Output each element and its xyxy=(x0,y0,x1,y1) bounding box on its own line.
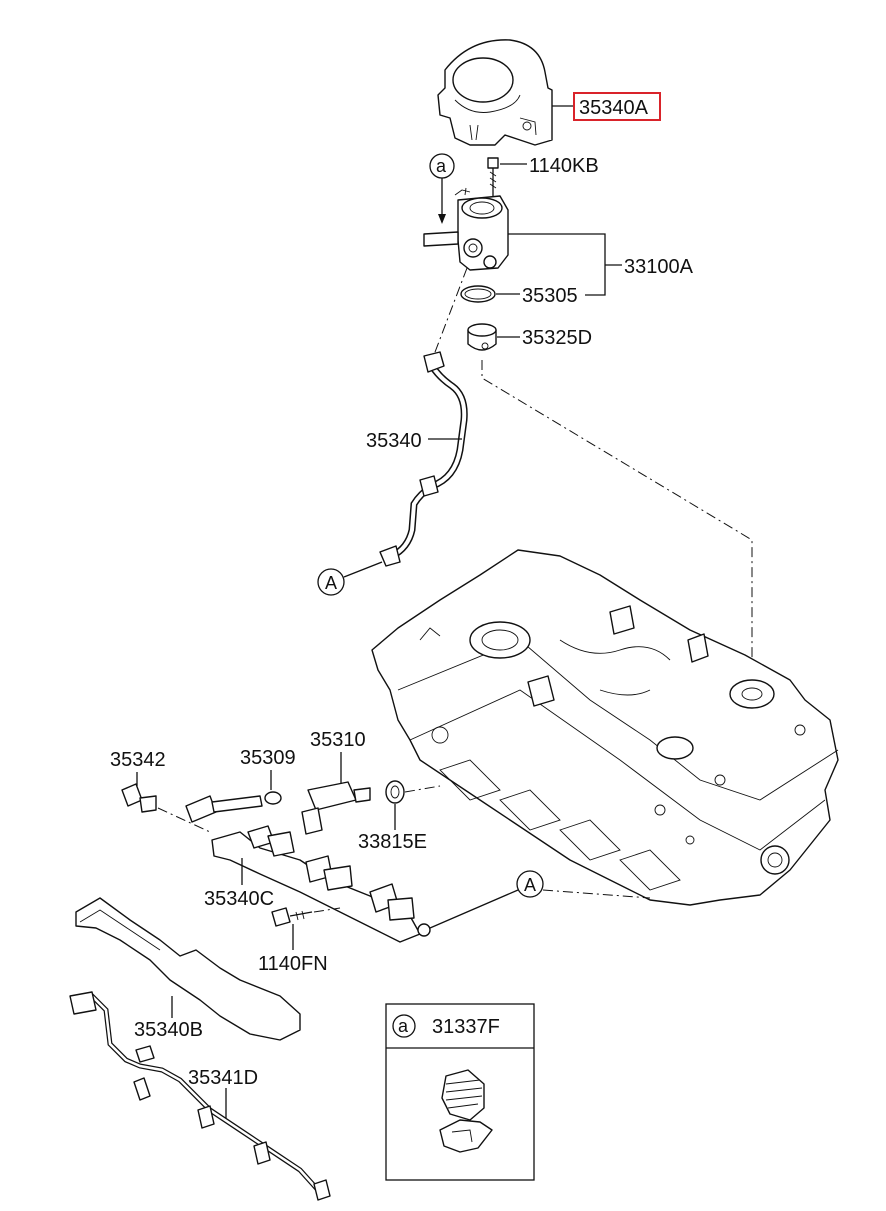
inset-box: a 31337F xyxy=(385,1003,535,1181)
clamp-31337f xyxy=(439,1069,493,1153)
alignment-line-sensor xyxy=(157,807,211,833)
svg-text:35340C: 35340C xyxy=(204,888,274,910)
svg-text:35340: 35340 xyxy=(366,430,422,452)
clip-35309: 35309 xyxy=(240,747,296,805)
marker-A-bottom: A xyxy=(429,870,651,929)
svg-text:35325D: 35325D xyxy=(522,327,592,349)
injector-35310: 35310 xyxy=(301,729,371,835)
cylinder-head xyxy=(371,549,839,906)
label-35340: 35340 xyxy=(366,430,462,452)
alignment-line-bolt xyxy=(313,907,341,913)
wiring-harness-35341d: 35341D xyxy=(69,991,331,1201)
svg-text:35342: 35342 xyxy=(110,749,166,771)
pressure-sensor-35342: 35342 xyxy=(110,749,166,813)
svg-text:1140FN: 1140FN xyxy=(258,953,328,975)
label-33100a: 33100A xyxy=(508,233,694,296)
marker-a-top: a xyxy=(429,153,455,224)
alignment-line-tappet xyxy=(481,360,753,680)
svg-text:a: a xyxy=(436,156,447,176)
svg-text:33100A: 33100A xyxy=(624,256,694,278)
svg-text:31337F: 31337F xyxy=(432,1016,500,1038)
svg-text:35340B: 35340B xyxy=(134,1019,203,1041)
svg-text:a: a xyxy=(398,1016,409,1036)
seal-33815e: 33815E xyxy=(358,780,427,853)
bolt-1140fn: 1140FN xyxy=(258,907,328,975)
svg-text:1140KB: 1140KB xyxy=(529,155,599,177)
rail-cover-35340b: 35340B xyxy=(75,897,301,1041)
svg-text:35309: 35309 xyxy=(240,747,296,769)
injector-stack xyxy=(185,795,263,823)
tappet-35325d: 35325D xyxy=(467,323,592,351)
o-ring-35305: 35305 xyxy=(460,285,578,307)
alignment-line-pump xyxy=(431,267,468,361)
svg-text:35305: 35305 xyxy=(522,285,578,307)
fuel-pump-33100a xyxy=(423,187,509,271)
label-35340a: 35340A xyxy=(552,92,661,121)
svg-text:33815E: 33815E xyxy=(358,831,427,853)
svg-text:A: A xyxy=(325,573,337,593)
fuel-pipe-35340 xyxy=(379,351,468,567)
svg-text:35310: 35310 xyxy=(310,729,366,751)
fuel-rail-35340c: 35340C xyxy=(204,825,431,943)
marker-A-top: A xyxy=(317,561,383,596)
svg-text:35341D: 35341D xyxy=(188,1067,258,1089)
pump-cover-35340a xyxy=(437,39,553,146)
svg-text:35340A: 35340A xyxy=(579,97,649,119)
svg-text:A: A xyxy=(524,875,536,895)
alignment-line-seal xyxy=(404,785,441,793)
bolt-1140kb: 1140KB xyxy=(487,155,599,200)
